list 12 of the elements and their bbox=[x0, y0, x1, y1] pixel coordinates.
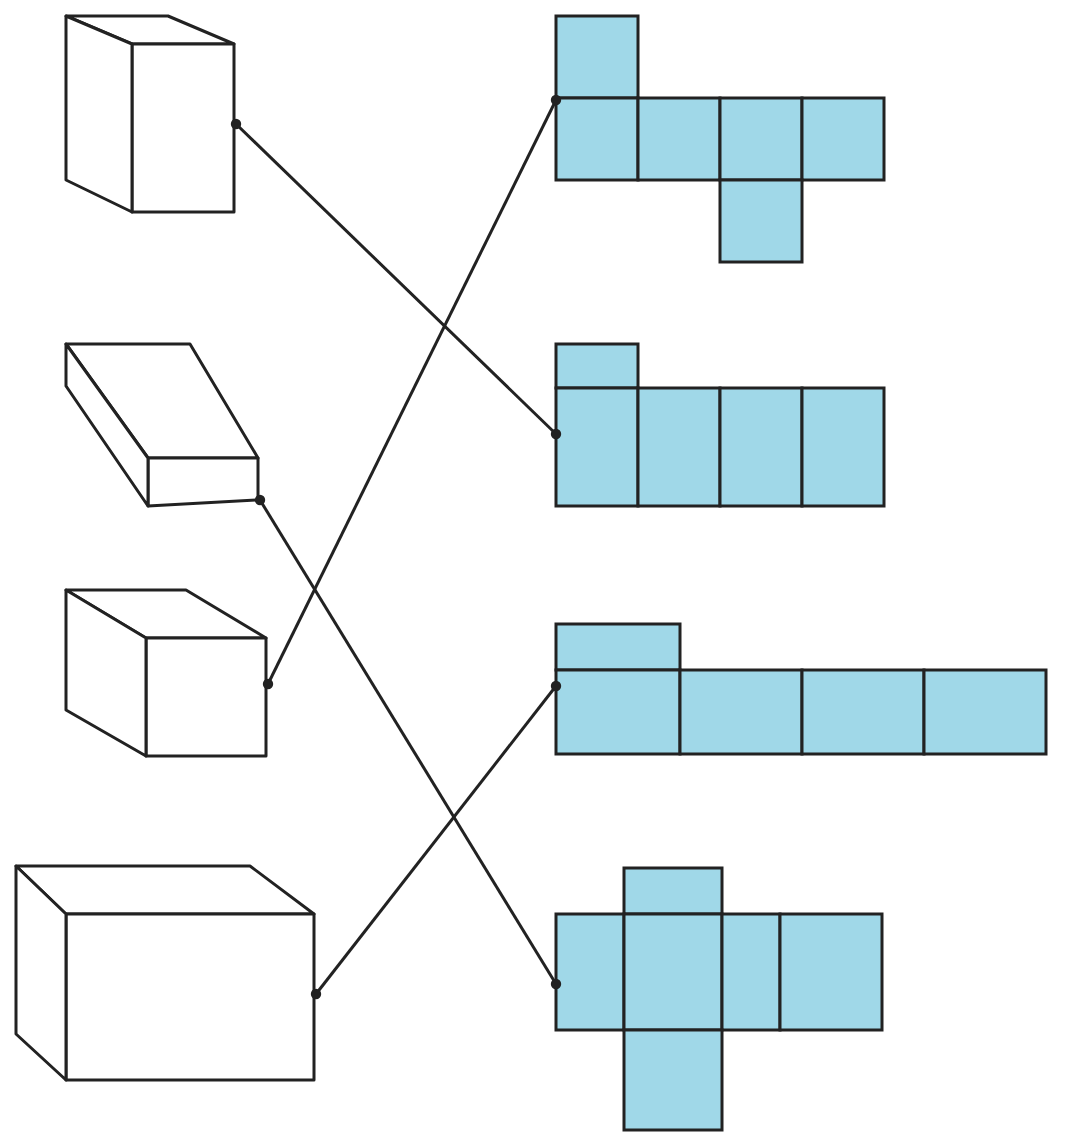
cuboid-drawing bbox=[16, 866, 316, 1082]
connector-line bbox=[310, 680, 562, 1000]
cube-net-drawing bbox=[556, 624, 1048, 756]
cuboid-drawing bbox=[66, 344, 260, 508]
cuboid-drawing bbox=[66, 16, 236, 214]
connector-line bbox=[254, 494, 562, 990]
cube-net-drawing bbox=[556, 16, 886, 264]
cuboid-drawing bbox=[66, 590, 268, 758]
connector-line bbox=[262, 94, 562, 690]
cube-net-drawing bbox=[556, 344, 886, 508]
cube-net-drawing bbox=[556, 868, 884, 1132]
connector-line bbox=[230, 118, 562, 440]
